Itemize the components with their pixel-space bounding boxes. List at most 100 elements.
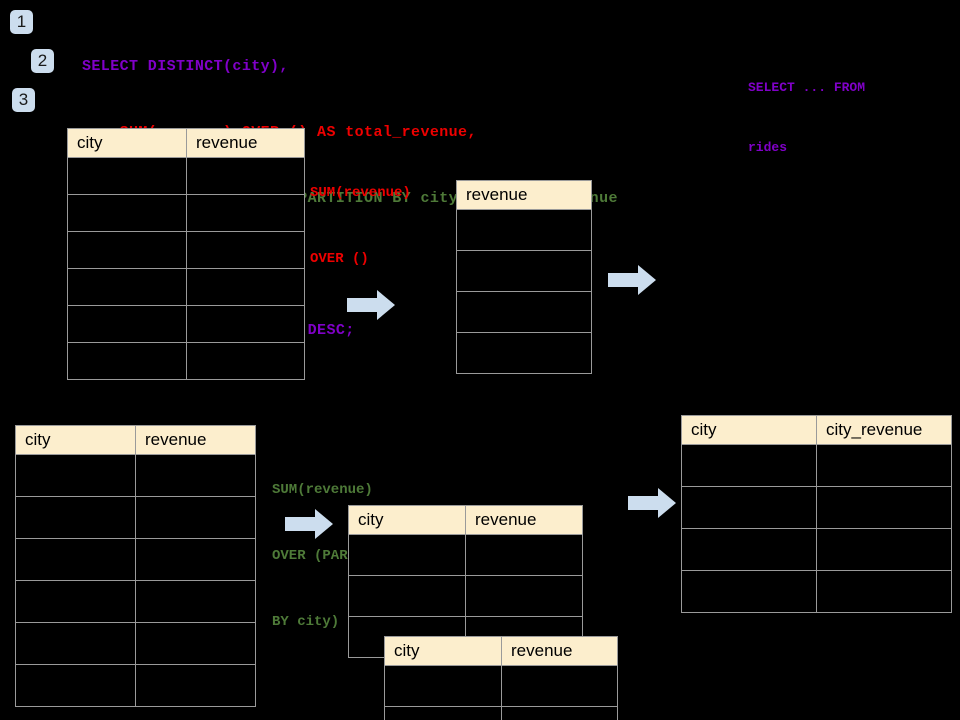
cell-revenue (135, 454, 256, 497)
table-header-row: city revenue (67, 128, 305, 158)
cell-city (15, 664, 136, 707)
cell-city (67, 342, 187, 380)
cell-revenue (186, 194, 305, 232)
table-row (681, 444, 952, 487)
table-row (456, 291, 592, 333)
cell-city (15, 538, 136, 581)
cell-city (67, 305, 187, 343)
cell-city (384, 665, 502, 707)
column-header-city: city (67, 128, 187, 158)
table-row (456, 250, 592, 292)
annotation-city-revenue-line-3: BY city) (272, 614, 340, 630)
column-header-revenue: revenue (456, 180, 592, 210)
column-header-revenue: revenue (135, 425, 256, 455)
cell-city (67, 157, 187, 195)
cell-city-revenue (816, 570, 952, 613)
table-row (384, 706, 618, 720)
column-header-revenue: revenue (501, 636, 618, 666)
table-row (67, 157, 305, 195)
table-rides-source-bottom: city revenue (15, 425, 256, 707)
table-row (67, 194, 305, 232)
table-row (67, 342, 305, 380)
cell-city-revenue (816, 444, 952, 487)
cell-city (67, 231, 187, 269)
right-arrow-icon (628, 488, 676, 518)
table-row (15, 496, 256, 539)
table-header-row: city revenue (384, 636, 618, 666)
cell-revenue (465, 575, 583, 617)
cell-revenue (186, 342, 305, 380)
cell-city (681, 570, 817, 613)
table-row (15, 622, 256, 665)
cell-city (348, 534, 466, 576)
cell-city (67, 194, 187, 232)
step-badge-2: 2 (31, 49, 54, 73)
column-header-city: city (681, 415, 817, 445)
table-rides-source-top: city revenue (67, 128, 305, 380)
cell-city (15, 496, 136, 539)
cell-city (15, 580, 136, 623)
table-header-row: revenue (456, 180, 592, 210)
column-header-city: city (348, 505, 466, 535)
cell-city (384, 706, 502, 720)
table-row (348, 534, 583, 576)
side-note-line-1: SELECT ... FROM (748, 80, 866, 95)
annotation-total-revenue-line-1: SUM(revenue) (310, 185, 411, 201)
cell-revenue (135, 496, 256, 539)
table-row (348, 575, 583, 617)
arrow-source-to-total (347, 290, 395, 325)
cell-city (67, 268, 187, 306)
cell-revenue (501, 706, 618, 720)
cell-city (681, 444, 817, 487)
table-partition-group-front: city revenue (384, 636, 618, 720)
cell-revenue (465, 534, 583, 576)
table-row (15, 580, 256, 623)
cell-revenue (456, 291, 592, 333)
table-row (67, 305, 305, 343)
column-header-city: city (384, 636, 502, 666)
table-row (15, 538, 256, 581)
table-header-row: city city_revenue (681, 415, 952, 445)
table-row (67, 231, 305, 269)
table-row (67, 268, 305, 306)
table-header-row: city revenue (348, 505, 583, 535)
step-badge-1: 1 (10, 10, 33, 34)
cell-revenue (456, 209, 592, 251)
cell-city (15, 622, 136, 665)
column-header-city-revenue: city_revenue (816, 415, 952, 445)
table-final-result: city city_revenue (681, 415, 952, 613)
side-note-line-2: rides (748, 140, 788, 155)
arrow-total-to-final (608, 265, 656, 300)
annotation-total-revenue-line-2: OVER () (310, 251, 369, 267)
cell-revenue (135, 622, 256, 665)
cell-revenue (501, 665, 618, 707)
table-row (15, 664, 256, 707)
cell-city (681, 486, 817, 529)
cell-revenue (135, 580, 256, 623)
cell-city-revenue (816, 486, 952, 529)
right-arrow-icon (347, 290, 395, 320)
cell-revenue (186, 305, 305, 343)
sql-line-select: SELECT DISTINCT(city), (82, 58, 289, 75)
table-row (15, 454, 256, 497)
side-note-select-from: SELECT ... FROM rides (748, 38, 865, 198)
table-row (681, 528, 952, 571)
cell-revenue (456, 332, 592, 374)
right-arrow-icon (285, 509, 333, 539)
column-header-revenue: revenue (186, 128, 305, 158)
table-row (456, 332, 592, 374)
cell-revenue (135, 538, 256, 581)
cell-revenue (186, 268, 305, 306)
arrow-partition-to-final (628, 488, 676, 523)
column-header-city: city (15, 425, 136, 455)
cell-revenue (186, 231, 305, 269)
column-header-revenue: revenue (465, 505, 583, 535)
cell-revenue (186, 157, 305, 195)
cell-revenue (135, 664, 256, 707)
cell-city-revenue (816, 528, 952, 571)
cell-revenue (456, 250, 592, 292)
step-badge-3: 3 (12, 88, 35, 112)
arrow-source-to-partition (285, 509, 333, 544)
cell-city (681, 528, 817, 571)
